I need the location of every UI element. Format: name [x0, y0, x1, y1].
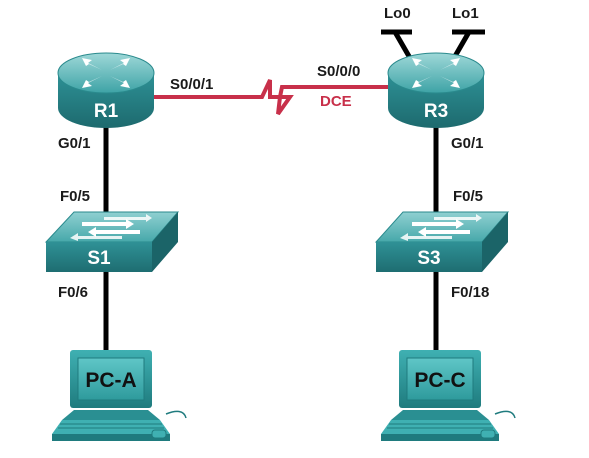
interface-label-r3-s0-0-0: S0/0/0	[317, 63, 360, 80]
device-label-pca: PC-A	[85, 369, 136, 392]
device-label-r3: R3	[424, 101, 448, 122]
router-r3[interactable]: R3	[387, 52, 485, 128]
interface-label-r1-g0-1: G0/1	[58, 135, 91, 152]
device-label-r1: R1	[94, 101, 119, 122]
lo0-label: Lo0	[384, 5, 411, 22]
interface-label-r3-g0-1: G0/1	[451, 135, 484, 152]
loopback-lo1-link	[451, 30, 472, 60]
router-icon	[387, 52, 485, 128]
dce-label: DCE	[320, 93, 352, 110]
router-icon	[57, 52, 155, 128]
pc-icon	[52, 350, 187, 441]
switch-s1[interactable]: S1	[44, 211, 180, 272]
device-label-s1: S1	[87, 248, 111, 269]
device-label-s3: S3	[417, 248, 440, 269]
interface-label-s1-f0-6: F0/6	[58, 284, 88, 301]
switch-s3[interactable]: S3	[374, 211, 510, 272]
pc-icon	[381, 350, 516, 441]
pc-c[interactable]: PC-C	[381, 350, 516, 441]
serial-link-r1-r3	[150, 79, 392, 116]
router-r1[interactable]: R1	[57, 52, 155, 128]
lo1-label: Lo1	[452, 5, 479, 22]
switch-icon	[44, 211, 180, 272]
loopback-lo0-link	[392, 30, 413, 60]
pc-a[interactable]: PC-A	[52, 350, 187, 441]
switch-icon	[374, 211, 510, 272]
interface-label-s3-f0-18: F0/18	[451, 284, 489, 301]
interface-label-s1-f0-5: F0/5	[60, 188, 90, 205]
interface-label-r1-s0-0-1: S0/0/1	[170, 76, 213, 93]
interface-label-s3-f0-5: F0/5	[453, 188, 483, 205]
device-label-pcc: PC-C	[414, 369, 465, 392]
